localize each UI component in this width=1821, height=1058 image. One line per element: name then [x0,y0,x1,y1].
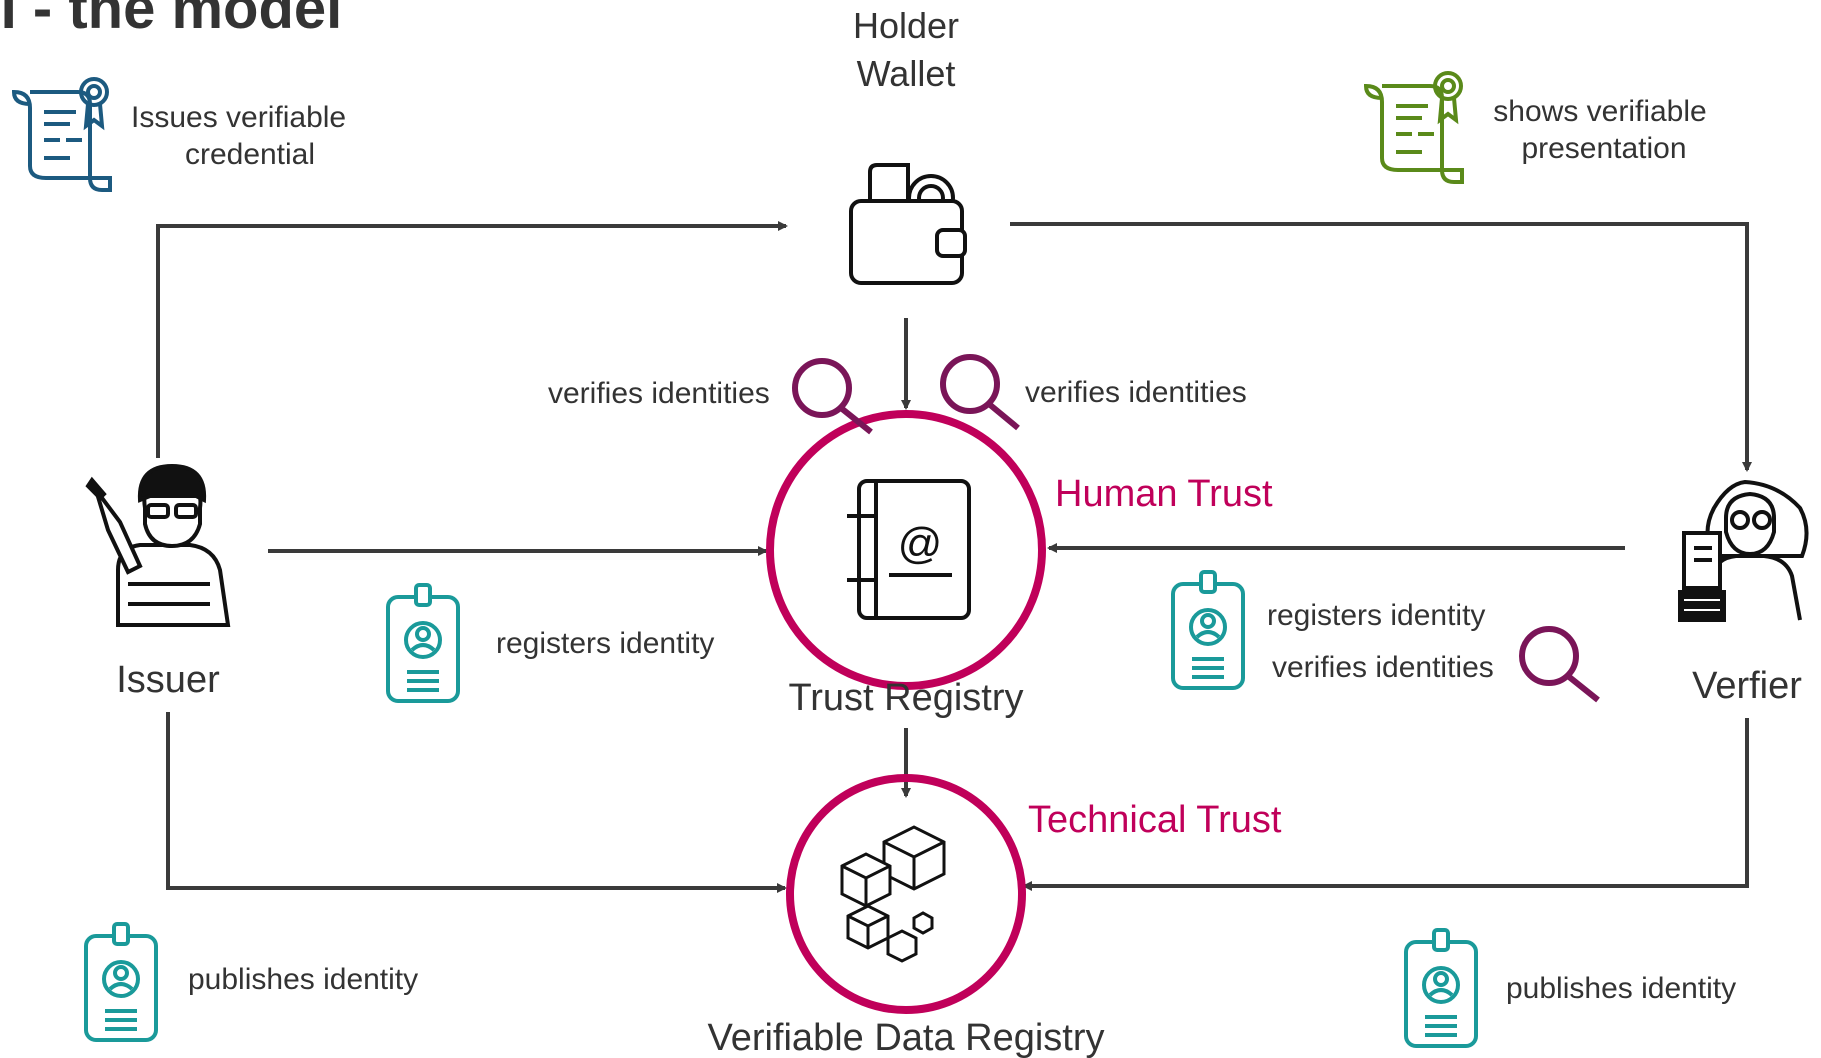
registers-identity-right: registers identity [1267,599,1485,632]
magnifier-icon [940,354,1020,431]
arrow-issuer-to-holder [156,221,788,458]
arrow-holder-to-verifier [1010,222,1752,472]
verifier-person-icon [1678,479,1809,622]
id-badge-icon [1404,928,1478,1048]
holder-label-line1: Holder [853,5,959,46]
issuer-person-icon [85,463,231,627]
trust-registry-circle [766,410,1046,690]
magnifier-icon [792,358,873,435]
id-badge-icon [386,583,460,703]
connectors [156,221,1752,893]
issues-vc-line1: Issues verifiable [131,101,346,134]
address-book-icon: @ [847,479,971,620]
publishes-identity-right: publishes identity [1506,972,1736,1005]
arrow-verifier-to-vdr [1022,718,1749,891]
page-title: SI - the model [0,0,342,41]
vdr-label: Verifiable Data Registry [707,1017,1104,1058]
trust-registry-label: Trust Registry [788,677,1023,719]
verifies-identities-right: verifies identities [1025,376,1247,409]
blockchain-cubes-icon [840,825,946,963]
svg-text:@: @ [898,519,943,568]
verifies-identities-verifier: verifies identities [1272,651,1494,684]
certificate-icon [11,77,112,192]
vdr-circle [786,774,1026,1014]
verifies-identities-left: verifies identities [548,377,770,410]
holder-label-line2: Wallet [857,53,956,94]
registers-identity-left: registers identity [496,627,714,660]
publishes-identity-left: publishes identity [188,963,418,996]
shows-vp-line1: shows verifiable [1493,95,1706,128]
shows-vp-line2: presentation [1521,132,1686,165]
id-badge-icon [1171,570,1245,690]
human-trust-label: Human Trust [1055,473,1273,515]
certificate-icon [1363,71,1464,184]
technical-trust-label: Technical Trust [1028,799,1282,841]
issuer-label: Issuer [116,659,220,701]
verifier-label: Verfier [1692,665,1802,707]
issues-vc-line2: credential [185,138,315,171]
magnifier-icon [1519,626,1600,703]
arrow-issuer-to-vdr [166,712,787,893]
wallet-icon [849,163,967,285]
id-badge-icon [84,922,158,1042]
